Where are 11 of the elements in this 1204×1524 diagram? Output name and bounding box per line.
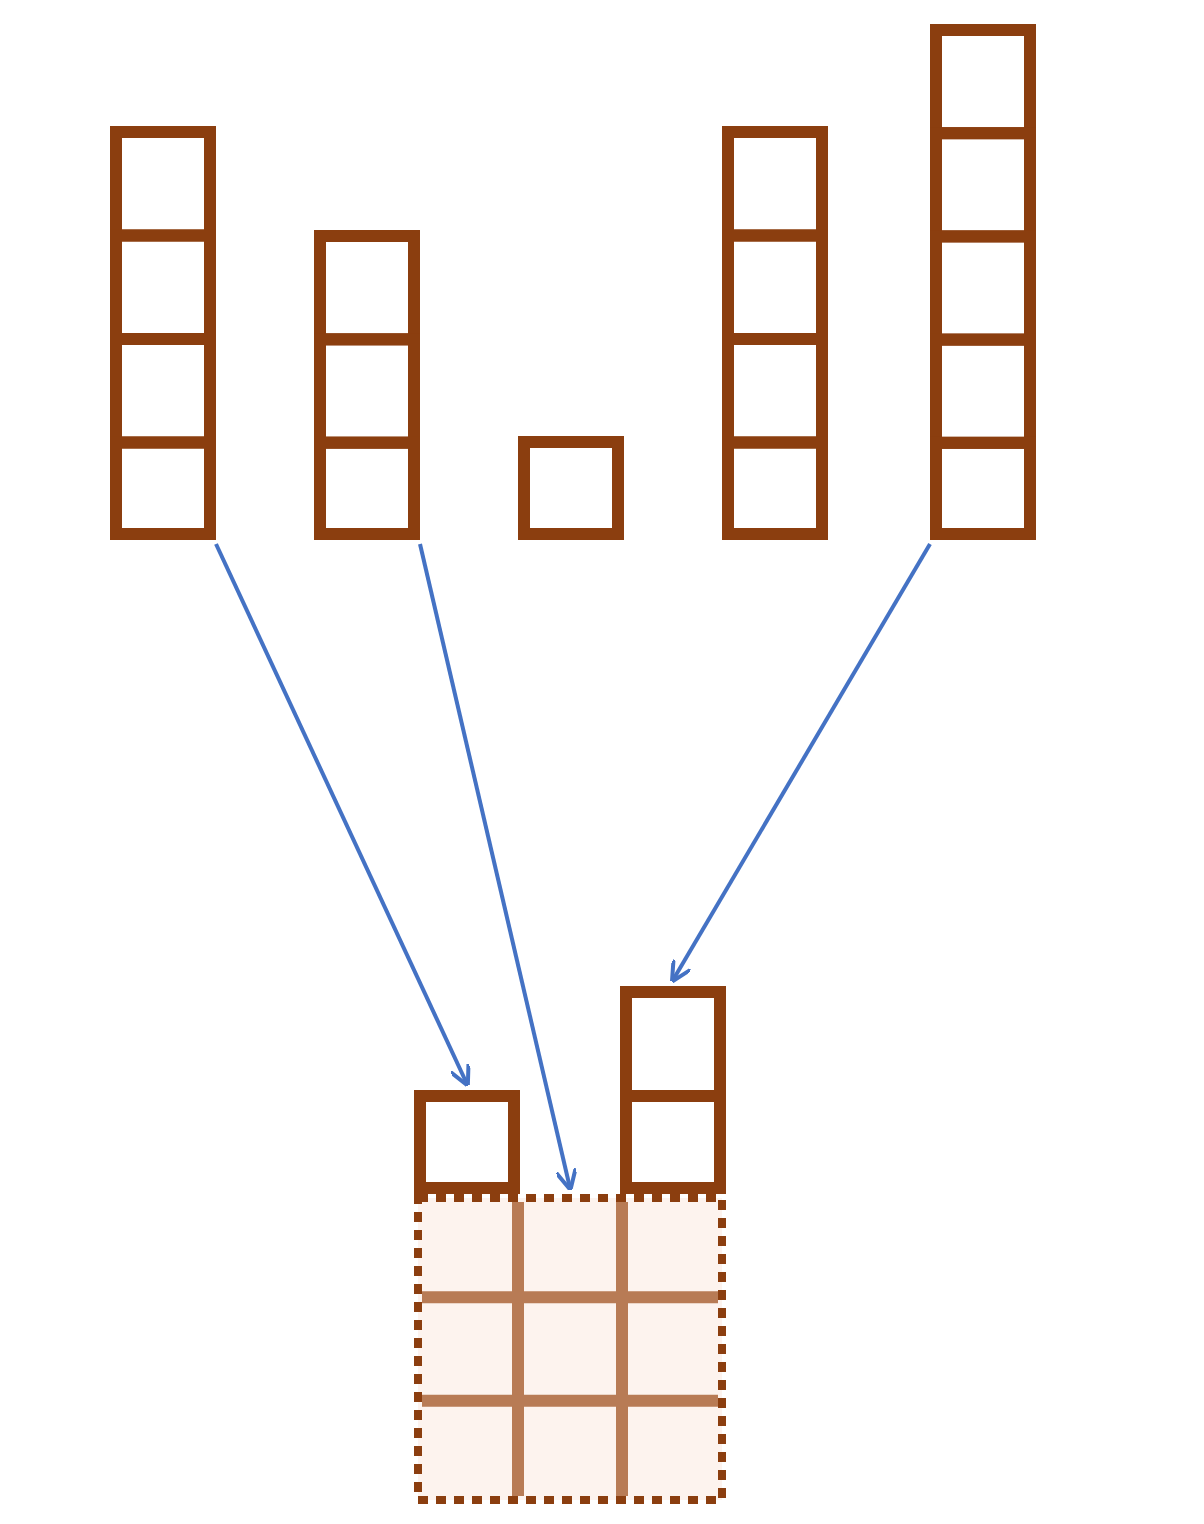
block-stack [314, 230, 420, 540]
block-stack [930, 24, 1036, 540]
arrow [670, 543, 932, 984]
block-stack [518, 436, 624, 540]
block-stack [414, 1090, 520, 1194]
block-stack [110, 126, 216, 540]
block-stack [722, 126, 828, 540]
arrow [214, 543, 471, 1088]
block-stack [620, 986, 726, 1194]
dashed-grid [414, 1194, 726, 1504]
arrow [418, 543, 578, 1192]
